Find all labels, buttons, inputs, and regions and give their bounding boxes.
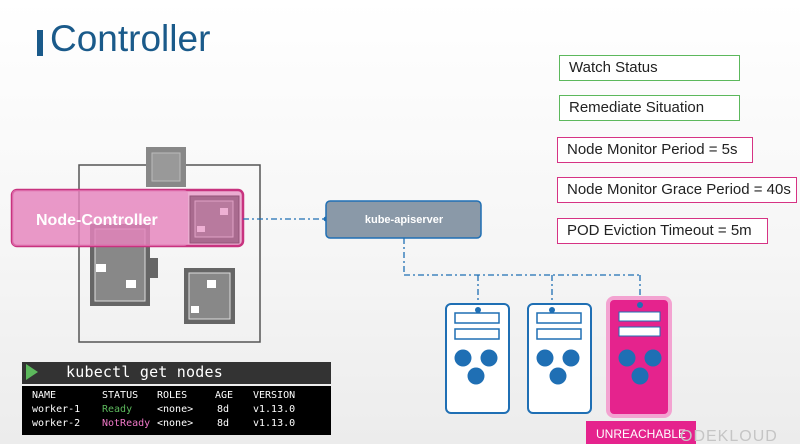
apiserver-label: kube-apiserver [365,214,444,226]
kubectl-command-bar: kubectl get nodes [22,362,331,384]
label-remediate-situation: Remediate Situation [559,95,740,121]
cell-roles: <none> [157,418,194,429]
cell-status-ready: Ready [102,404,133,415]
unreachable-label: UNREACHABLE [596,427,686,441]
cell-status-notready: NotReady [102,418,151,429]
col-age-header: AGE [215,390,234,401]
label-node-monitor-period: Node Monitor Period = 5s [557,137,753,163]
server-worker-1 [445,303,510,414]
cell-name: worker-1 [32,404,81,415]
node-controller-label: Node-Controller [36,212,158,229]
kubectl-output: NAME STATUS ROLES AGE VERSION worker-1 R… [22,386,331,435]
cell-roles: <none> [157,404,194,415]
kubectl-command: kubectl get nodes [66,363,223,381]
col-status-header: STATUS [102,390,139,401]
col-roles-header: ROLES [157,390,188,401]
play-icon [26,364,38,380]
col-version-header: VERSION [253,390,296,401]
cell-version: v1.13.0 [253,404,296,415]
server-worker-2 [527,303,592,414]
component-block-bottom [184,268,235,324]
title-accent-bar [37,30,43,56]
label-node-monitor-grace-period: Node Monitor Grace Period = 40s [557,177,797,203]
cell-age: 8d [217,418,230,429]
node-controller-highlight [12,190,188,246]
cell-age: 8d [217,404,230,415]
cell-version: v1.13.0 [253,418,296,429]
col-name-header: NAME [32,390,57,401]
server-unreachable [586,296,696,444]
watermark-logo-text: ODEKLOUD [680,428,778,445]
label-pod-eviction-timeout: POD Eviction Timeout = 5m [557,218,768,244]
cell-name: worker-2 [32,418,81,429]
label-watch-status: Watch Status [559,55,740,81]
connector-tree [403,238,641,306]
page-title: Controller [50,18,211,59]
component-block-top [146,147,186,187]
